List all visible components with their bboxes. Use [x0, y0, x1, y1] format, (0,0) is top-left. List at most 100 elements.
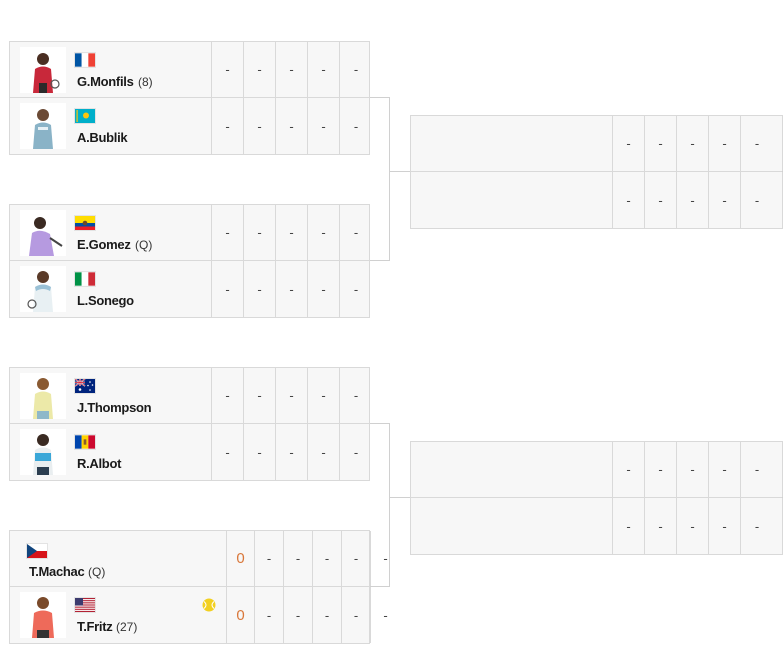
set-score: -	[613, 172, 645, 228]
match-card[interactable]: - - - - - - - - - -	[410, 441, 783, 555]
set-score: -	[613, 442, 645, 497]
player-cell[interactable]: R.Albot	[10, 424, 212, 480]
set-score: -	[308, 261, 340, 317]
set-score: -	[212, 205, 244, 260]
set-score: -	[212, 261, 244, 317]
set-scores: - - - - -	[212, 98, 372, 154]
moldova-flag-icon	[75, 435, 95, 449]
set-scores: 0 - - - - -	[227, 531, 400, 586]
czech-flag-icon	[27, 544, 47, 558]
player-name[interactable]: T.Fritz	[77, 619, 113, 634]
player-row[interactable]: - - - - -	[411, 442, 782, 498]
set-score: -	[244, 261, 276, 317]
match-card[interactable]: G.Monfils (8) - - - - - A.Bublik - - - -	[9, 41, 370, 155]
player-cell[interactable]: T.Machac (Q)	[10, 531, 227, 586]
set-score: -	[709, 498, 741, 554]
player-seed: (8)	[138, 75, 153, 89]
france-flag-icon	[75, 53, 95, 67]
player-row[interactable]: T.Machac (Q) 0 - - - - -	[10, 531, 388, 587]
player-row[interactable]: - - - - -	[411, 498, 782, 554]
player-cell[interactable]: J.Thompson	[10, 368, 212, 423]
set-score: -	[276, 424, 308, 480]
set-scores: - - - - -	[613, 498, 773, 554]
set-scores: - - - - -	[613, 442, 773, 497]
match-card[interactable]: J.Thompson - - - - - R.Albot - - - - -	[9, 367, 370, 481]
set-score: -	[276, 42, 308, 97]
player-name[interactable]: J.Thompson	[77, 400, 152, 415]
set-score: -	[383, 551, 388, 566]
player-photo	[20, 373, 66, 419]
set-score: -	[709, 442, 741, 497]
set-score: -	[284, 587, 313, 643]
match-card[interactable]: E.Gomez (Q) - - - - - L.Sonego - - - -	[9, 204, 370, 318]
player-cell[interactable]: E.Gomez (Q)	[10, 205, 212, 260]
bracket-connector	[389, 423, 390, 586]
player-cell-empty	[411, 498, 613, 554]
set-score: -	[677, 498, 709, 554]
player-name[interactable]: R.Albot	[77, 456, 122, 471]
player-cell[interactable]: T.Fritz (27)	[10, 587, 227, 643]
set-score: -	[212, 42, 244, 97]
kazakhstan-flag-icon	[75, 109, 95, 123]
set-score: -	[754, 462, 760, 477]
player-row[interactable]: E.Gomez (Q) - - - - -	[10, 205, 369, 261]
match-card-live[interactable]: T.Machac (Q) 0 - - - - - T.Fritz (27)	[9, 530, 388, 644]
ecuador-flag-icon	[75, 216, 95, 230]
game-points: 0	[227, 531, 255, 586]
player-name[interactable]: G.Monfils	[77, 74, 134, 89]
set-scores: - - - - -	[212, 261, 372, 317]
player-name[interactable]: T.Machac	[29, 564, 85, 579]
set-score: -	[754, 518, 760, 534]
player-cell-empty	[411, 442, 613, 497]
bracket-connector	[369, 97, 390, 98]
bracket-connector	[389, 171, 411, 172]
player-photo	[20, 266, 66, 312]
player-row[interactable]: R.Albot - - - - -	[10, 424, 369, 480]
player-seed: (Q)	[88, 565, 106, 579]
match-card[interactable]: - - - - - - - - - -	[410, 115, 783, 229]
set-scores: - - - - -	[212, 424, 372, 480]
player-photo	[20, 592, 66, 638]
set-score: -	[212, 424, 244, 480]
set-score: -	[308, 368, 340, 423]
player-cell[interactable]: A.Bublik	[10, 98, 212, 154]
set-score: -	[353, 281, 359, 297]
set-score: -	[212, 368, 244, 423]
set-score: -	[645, 498, 677, 554]
player-seed: (27)	[116, 620, 138, 634]
set-score: -	[342, 587, 371, 643]
player-row[interactable]: J.Thompson - - - - -	[10, 368, 369, 424]
player-cell[interactable]: L.Sonego	[10, 261, 212, 317]
set-score: -	[677, 172, 709, 228]
set-score: -	[244, 424, 276, 480]
set-score: -	[754, 192, 760, 208]
bracket-connector	[389, 497, 411, 498]
set-scores: - - - - -	[212, 205, 372, 260]
player-name[interactable]: A.Bublik	[77, 130, 128, 145]
player-row[interactable]: - - - - -	[411, 116, 782, 172]
set-score: -	[255, 531, 284, 586]
player-row[interactable]: A.Bublik - - - - -	[10, 98, 369, 154]
player-row[interactable]: T.Fritz (27) 0 - - - - -	[10, 587, 388, 643]
set-score: -	[212, 98, 244, 154]
set-score: -	[353, 388, 359, 403]
set-scores: - - - - -	[212, 368, 372, 423]
set-score: -	[255, 587, 284, 643]
player-row[interactable]: G.Monfils (8) - - - - -	[10, 42, 369, 98]
set-score: -	[754, 136, 760, 151]
set-score: -	[645, 172, 677, 228]
set-score: -	[353, 118, 359, 134]
player-photo	[20, 429, 66, 475]
player-row[interactable]: L.Sonego - - - - -	[10, 261, 369, 317]
set-score: -	[276, 205, 308, 260]
player-row[interactable]: - - - - -	[411, 172, 782, 228]
set-score: -	[313, 587, 342, 643]
player-cell-empty	[411, 116, 613, 171]
set-score: -	[308, 424, 340, 480]
set-score: -	[645, 116, 677, 171]
player-name[interactable]: L.Sonego	[77, 293, 134, 308]
player-photo	[20, 210, 66, 256]
player-name[interactable]: E.Gomez	[77, 237, 131, 252]
set-score: -	[709, 172, 741, 228]
player-cell[interactable]: G.Monfils (8)	[10, 42, 212, 97]
